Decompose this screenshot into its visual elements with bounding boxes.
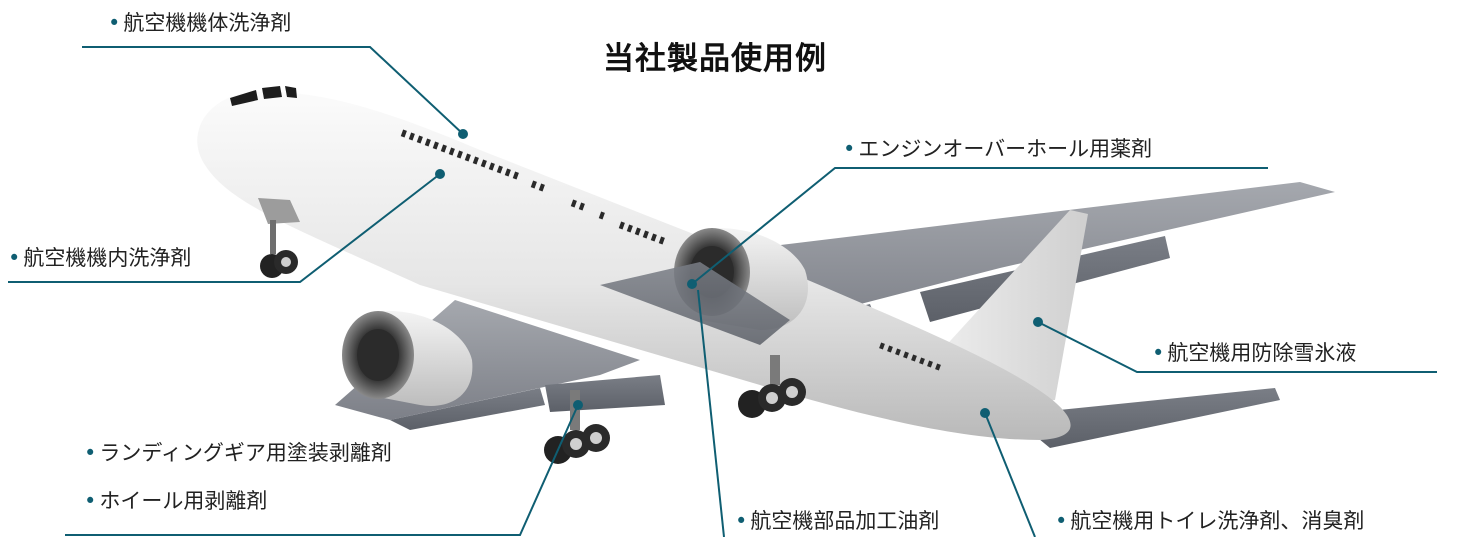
label-landing-gear-stripper: •ランディングギア用塗装剥離剤 (84, 441, 392, 465)
leader-line-landing-gear (65, 404, 579, 536)
bullet-icon: • (1055, 509, 1068, 533)
leader-line-fuselage (82, 46, 464, 135)
label-deicing-fluid: •航空機用防除雪氷液 (1152, 341, 1357, 365)
leader-lines (8, 46, 1437, 537)
label-engine-overhaul: •エンジンオーバーホール用薬剤 (843, 137, 1153, 161)
main-landing-gear-right (738, 355, 806, 418)
leader-line-deicing (1037, 321, 1437, 373)
bullet-icon: • (84, 441, 97, 465)
cockpit-windows (230, 86, 297, 106)
label-wheel-stripper: •ホイール用剥離剤 (84, 489, 268, 513)
bullet-icon: • (843, 137, 856, 161)
right-engine (600, 228, 808, 345)
label-fuselage-wash: •航空機機体洗浄剤 (108, 11, 292, 35)
label-parts-processing-oil: •航空機部品加工油剤 (735, 509, 940, 533)
bullet-icon: • (1152, 341, 1165, 365)
leader-line-toilet (984, 412, 1036, 537)
bullet-icon: • (8, 246, 21, 270)
leader-line-parts-oil (697, 289, 725, 537)
label-cabin-wash: •航空機機内洗浄剤 (8, 246, 192, 270)
leader-line-cabin (8, 173, 441, 283)
leader-endpoints (435, 129, 1043, 418)
cabin-windows (400, 129, 941, 371)
diagram-title: 当社製品使用例 (603, 41, 827, 77)
bullet-icon: • (735, 509, 748, 533)
bullet-icon: • (84, 489, 97, 513)
label-toilet-cleaner: •航空機用トイレ洗浄剤、消臭剤 (1055, 509, 1365, 533)
nose-landing-gear (258, 198, 300, 278)
left-engine (342, 310, 473, 406)
leader-line-engine (691, 167, 1268, 285)
fuselage (197, 91, 1071, 440)
bullet-icon: • (108, 11, 121, 35)
horizontal-stabilizer (1010, 388, 1280, 448)
